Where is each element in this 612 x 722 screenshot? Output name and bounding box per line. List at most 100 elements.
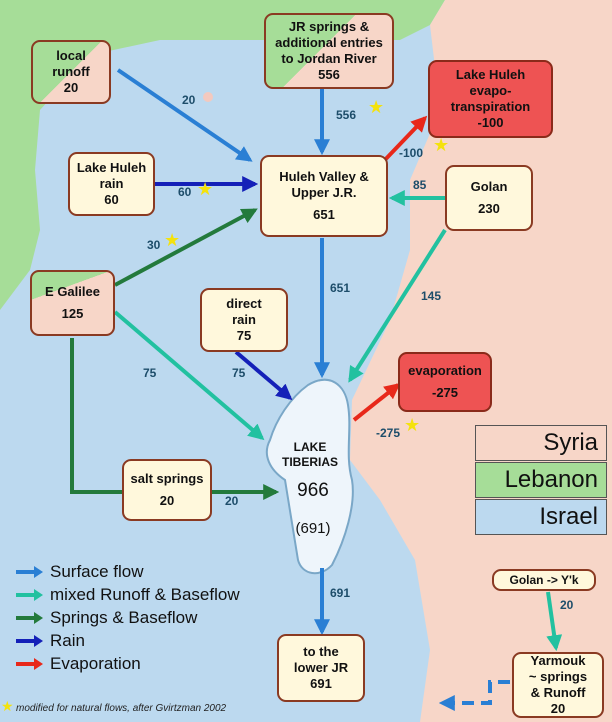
arrow-galilee-to-huleh [114,208,258,287]
yarmouk-label-2: ~ springs [528,669,588,684]
salt-springs-label: salt springs [130,471,204,486]
legend-arrow-icon [16,566,43,578]
legend-item-mixed: mixed Runoff & Baseflow [14,585,240,605]
arrow-huleh-to-evapo [378,115,428,167]
legend-arrow-icon [16,658,43,670]
huleh-rain-value: 60 [104,192,119,207]
flow-label-evapo: -100 [399,146,424,160]
legend-label: Surface flow [50,562,144,581]
yarmouk-label-1: Yarmouk [530,653,586,668]
jr-springs-label-3: to Jordan River [281,51,377,66]
e-galilee-box: E Galilee 125 [30,270,115,336]
jr-springs-label-1: JR springs & [288,19,370,34]
huleh-rain-label-2: rain [99,176,124,191]
flow-label-galilee-lake: 75 [143,366,157,380]
huleh-rain-label-1: Lake Huleh [76,160,147,175]
evaporation-box: evaporation -275 [398,352,492,412]
legend-label: Springs & Baseflow [50,608,198,627]
arrow-golan-to-lake [348,228,447,383]
salt-springs-value: 20 [159,493,175,508]
huleh-evapo-label-3: transpiration [450,99,531,114]
legend-item-evaporation: Evaporation [14,654,141,674]
flow-label-rain-lake: 75 [232,366,246,380]
local-runoff-label-1: local [56,48,86,63]
direct-rain-label-1: direct [226,296,262,311]
huleh-evapo-label-1: Lake Huleh [455,67,526,82]
jr-springs-label-2: additional entries [275,35,383,50]
flow-label-golan-yk: 20 [560,598,574,612]
direct-rain-value: 75 [236,328,252,343]
marker-dot [203,92,213,102]
country-key-syria: Syria [475,425,607,461]
local-runoff-box: local runoff 20 [31,40,111,104]
flow-label-runoff: 20 [182,93,196,107]
lake-name-line-2: TIBERIAS [281,455,338,469]
source-note: modified for natural flows, after Gvirtz… [16,703,227,714]
yarmouk-label-3: & Runoff [530,685,586,700]
golan-box: Golan 230 [445,165,533,231]
arrow-lake-to-evap [352,383,401,422]
legend-label: Rain [50,631,85,650]
direct-rain-label-2: rain [232,312,256,327]
golan-value: 230 [478,201,500,216]
huleh-valley-value: 651 [313,207,335,222]
golan-label: Golan [470,179,508,194]
flow-label-lake-evap: -275 [376,426,401,440]
arrow-golan-to-yk [546,591,563,652]
huleh-valley-label-1: Huleh Valley & [279,169,369,184]
huleh-evapo-value: -100 [477,115,504,130]
huleh-evapo-label-2: evapo- [469,83,512,98]
e-galilee-label: E Galilee [45,284,100,299]
huleh-rain-box: Lake Huleh rain 60 [68,152,155,216]
legend-label: Evaporation [50,654,141,673]
star-icon: ★ [197,179,213,199]
local-runoff-value: 20 [63,80,79,95]
huleh-valley-label-2: Upper J.R. [291,185,357,200]
lake-value: 966 [297,480,329,501]
arrow-yarmouk-out [438,680,510,711]
flow-label-lake-lower: 691 [330,586,351,600]
flow-label-golan-huleh: 85 [413,178,427,192]
legend-arrow-icon [16,589,43,601]
lower-jr-label-1: to the [303,644,339,659]
flow-label-golan-lake: 145 [421,289,442,303]
lower-jr-box: to the lower JR 691 [277,634,365,702]
lake-sub-value: (691) [295,520,331,537]
country-key-lebanon: Lebanon [475,462,607,498]
huleh-valley-box: Huleh Valley & Upper J.R. 651 [260,155,388,237]
e-galilee-value: 125 [61,306,84,321]
flow-label-rain-huleh: 60 [178,185,192,199]
direct-rain-box: direct rain 75 [200,288,288,352]
star-icon: ★ [433,135,449,155]
salt-springs-box: salt springs 20 [122,459,212,521]
lake-name: LAKE TIBERIAS [272,440,348,470]
flow-label-jr: 556 [336,108,357,122]
star-icon: ★ [164,230,180,250]
yarmouk-value: 20 [550,701,566,716]
jr-springs-value: 556 [318,67,340,82]
lake-name-line-1: LAKE [293,440,327,454]
star-icon: ★ [404,415,420,435]
golan-yk-box: Golan -> Y'k [492,569,596,591]
flow-label-huleh-lake: 651 [330,281,351,295]
lower-jr-label-2: lower JR [293,660,349,675]
lebanon-region [0,0,445,310]
star-icon: ★ [368,97,384,117]
legend-item-springs: Springs & Baseflow [14,608,197,628]
star-icon: ★ [1,698,14,714]
flow-label-galilee-huleh: 30 [147,238,161,252]
arrow-rain-to-lake [234,350,293,401]
huleh-evapo-box: Lake Huleh evapo- transpiration -100 [428,60,553,138]
legend-item-surface: Surface flow [14,562,144,582]
lower-jr-value: 691 [310,676,332,691]
evaporation-value: -275 [431,385,459,400]
legend-label: mixed Runoff & Baseflow [50,585,240,604]
evaporation-label: evaporation [408,363,482,378]
flow-label-salt: 20 [225,494,239,508]
legend-arrow-icon [16,612,43,624]
legend-item-rain: Rain [14,631,85,651]
legend-arrow-icon [16,635,43,647]
yarmouk-box: Yarmouk ~ springs & Runoff 20 [512,652,604,718]
country-key-israel: Israel [475,499,607,535]
arrow-runoff-to-huleh [116,68,253,162]
